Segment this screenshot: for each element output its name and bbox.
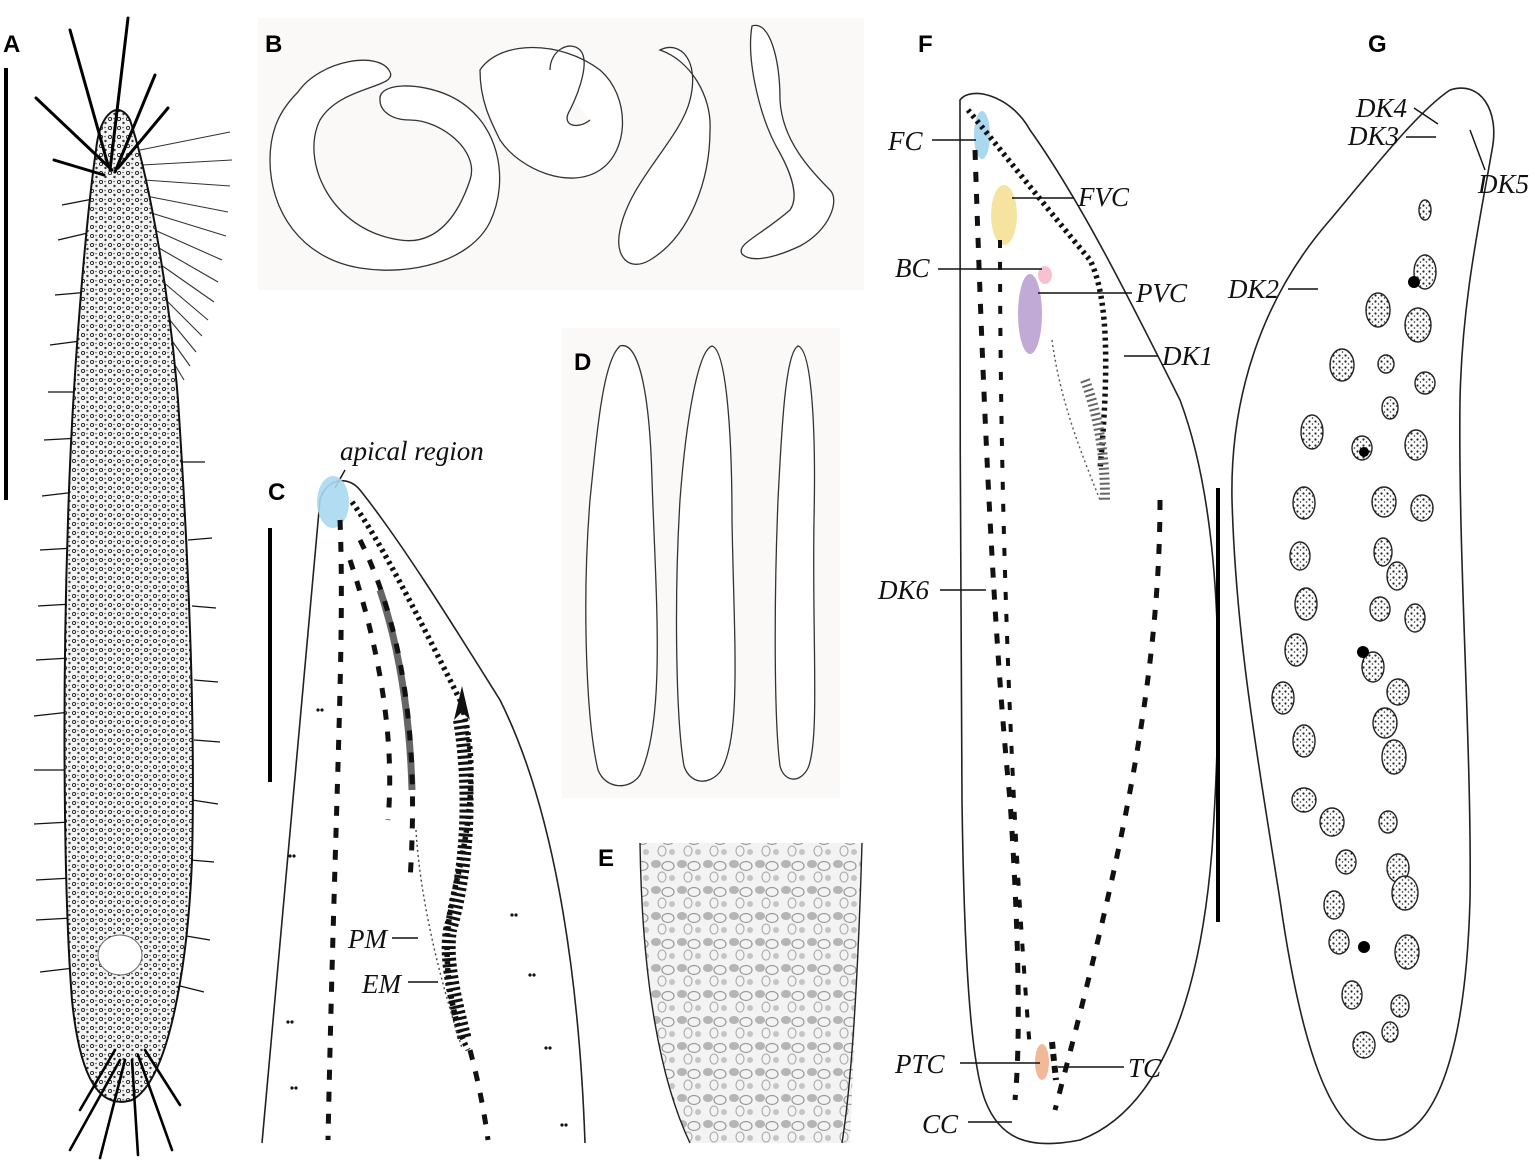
label-apical-region: apical region bbox=[340, 436, 484, 466]
fvc-highlight bbox=[991, 185, 1017, 245]
cell-outline-d1 bbox=[585, 345, 658, 787]
micronuclei-g bbox=[1357, 276, 1420, 953]
cell-outline-b2 bbox=[479, 45, 624, 179]
pvc-highlight bbox=[1018, 274, 1042, 354]
cell-outline-d3 bbox=[774, 345, 816, 780]
kinety-c4 bbox=[467, 1049, 491, 1141]
dotted-line-f bbox=[1051, 339, 1101, 501]
cell-outline-c bbox=[261, 479, 586, 1144]
label-fvc: FVC bbox=[1077, 182, 1130, 212]
kinety-f-dk6 bbox=[972, 149, 1021, 1101]
cell-outline-b1 bbox=[269, 59, 501, 271]
label-dk3: DK3 bbox=[1347, 121, 1399, 151]
kinety-f-right bbox=[1052, 499, 1163, 1111]
label-tc: TC bbox=[1128, 1053, 1162, 1083]
panel-label-c: C bbox=[268, 479, 285, 506]
label-dk6: DK6 bbox=[877, 575, 930, 605]
gray-ridge-c bbox=[376, 588, 416, 791]
panel-e: E bbox=[598, 842, 863, 1144]
kinety-c2 bbox=[347, 559, 393, 821]
outline-e-right bbox=[841, 842, 863, 1144]
panel-label-f: F bbox=[918, 31, 933, 58]
panel-label-d: D bbox=[574, 349, 591, 376]
caudal-spines-a bbox=[68, 1048, 182, 1160]
bc-highlight bbox=[1038, 266, 1052, 284]
label-pvc: PVC bbox=[1135, 278, 1188, 308]
cell-outline-b3 bbox=[618, 46, 711, 265]
panel-label-e: E bbox=[598, 845, 614, 872]
oral-ciliature-a bbox=[139, 131, 233, 395]
oral-kinety-f bbox=[965, 108, 1109, 471]
macronuclei-g bbox=[1271, 199, 1437, 1059]
panel-a: A bbox=[3, 16, 233, 1160]
label-bc: BC bbox=[895, 253, 930, 283]
panel-d: D bbox=[562, 328, 840, 798]
cell-body-a bbox=[63, 109, 194, 1103]
cell-outline-d2 bbox=[675, 345, 736, 782]
label-pm: PM bbox=[347, 924, 388, 954]
arrowhead-c bbox=[454, 686, 470, 720]
panel-b: B bbox=[258, 18, 864, 290]
panel-g: G DK4 bbox=[1227, 31, 1529, 1141]
panel-f: F FC FVC BC PVC DK1 DK6 PTC TC CC bbox=[877, 31, 1220, 1145]
apical-region-highlight bbox=[317, 476, 349, 528]
label-dk5: DK5 bbox=[1477, 169, 1529, 199]
label-em: EM bbox=[361, 969, 402, 999]
label-cc: CC bbox=[922, 1109, 959, 1139]
panel-label-a: A bbox=[3, 31, 20, 58]
outline-e-left bbox=[639, 842, 691, 1144]
label-dk1: DK1 bbox=[1161, 341, 1213, 371]
panel-label-b: B bbox=[265, 31, 282, 58]
kinety-c3 bbox=[357, 538, 416, 881]
dots-c bbox=[286, 708, 568, 1127]
tc-kinety bbox=[1049, 1041, 1059, 1081]
kinety-c1 bbox=[325, 519, 344, 1141]
cell-outline-g bbox=[1231, 87, 1495, 1141]
label-dk2: DK2 bbox=[1227, 274, 1279, 304]
label-dk4: DK4 bbox=[1355, 93, 1407, 123]
cytoplasm-e bbox=[640, 843, 862, 1143]
panel-c: C apical region PM EM bbox=[261, 436, 586, 1144]
vacuole-a bbox=[97, 934, 143, 976]
cell-outline-b4 bbox=[740, 24, 835, 260]
label-fc: FC bbox=[887, 126, 923, 156]
label-ptc: PTC bbox=[894, 1049, 946, 1079]
panel-label-g: G bbox=[1368, 31, 1387, 58]
apical-spines-a bbox=[34, 16, 170, 177]
kinety-f-inner bbox=[998, 239, 1032, 1051]
ptc-highlight bbox=[1035, 1044, 1049, 1080]
dotted-line-c bbox=[415, 829, 463, 1049]
cilia-a bbox=[33, 197, 221, 993]
